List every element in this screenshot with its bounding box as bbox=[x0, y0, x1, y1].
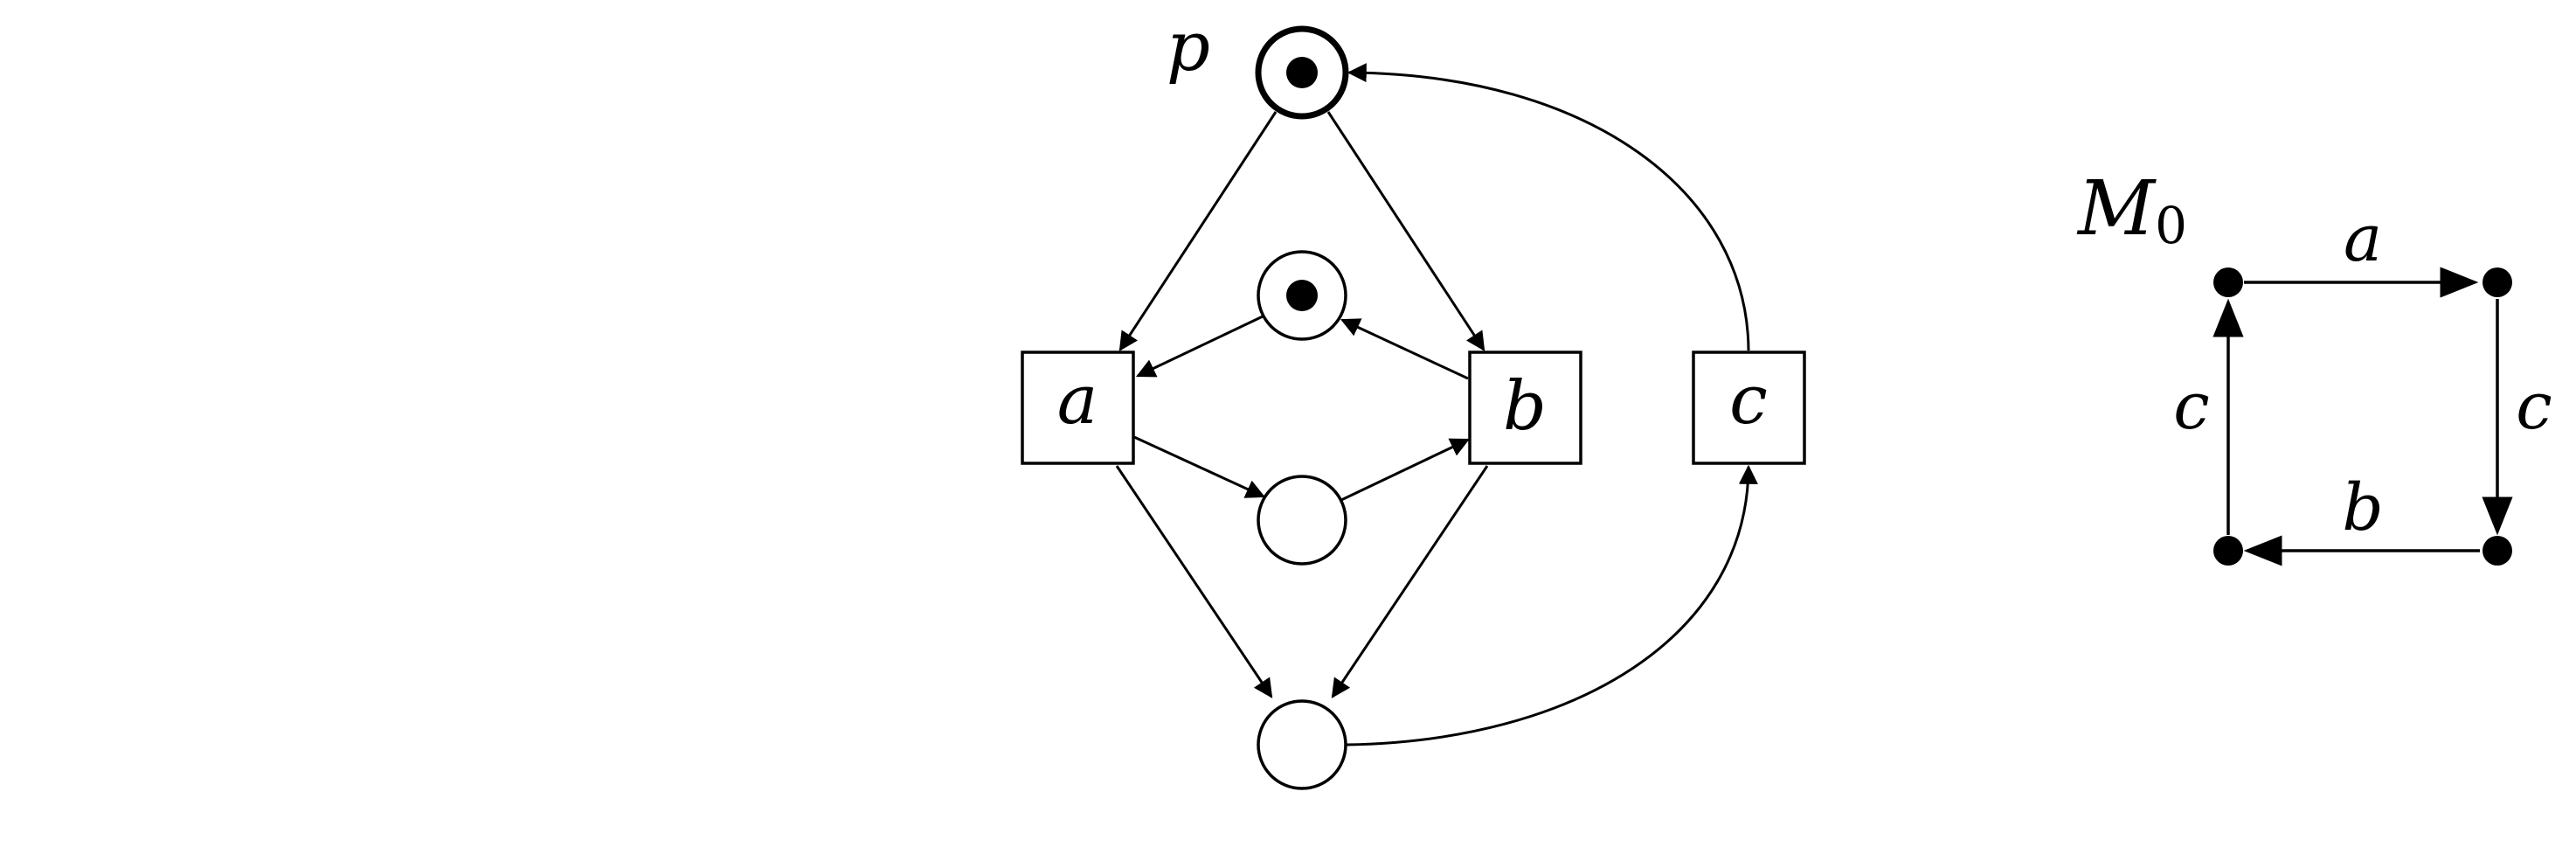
petri-net: p a b c bbox=[1021, 8, 1806, 790]
transition-c-label: c bbox=[1729, 361, 1768, 440]
place-middle-bottom bbox=[1257, 475, 1347, 566]
state-bottom-left bbox=[2213, 536, 2243, 566]
arc-bottom-to-c bbox=[1346, 464, 1758, 746]
transition-c bbox=[1692, 351, 1806, 465]
place-p-label: p bbox=[1167, 8, 1210, 87]
arc-b-to-mid bbox=[1340, 318, 1469, 380]
arc-c-to-p bbox=[1347, 63, 1750, 351]
transition-a-label: a bbox=[1057, 361, 1098, 440]
initial-marking-label: M0 bbox=[2076, 165, 2187, 255]
edge-right-label: c bbox=[2516, 369, 2552, 444]
initial-marking-subscript: 0 bbox=[2155, 196, 2187, 255]
place-bottom bbox=[1257, 699, 1347, 790]
arc-a-to-bottom bbox=[1115, 465, 1273, 698]
reachability-graph: M0 a c b c bbox=[2076, 165, 2552, 566]
arc-p-to-b bbox=[1326, 111, 1485, 351]
state-top-right bbox=[2483, 267, 2512, 297]
token bbox=[1286, 57, 1318, 88]
transition-a bbox=[1021, 351, 1135, 465]
state-top-left bbox=[2213, 267, 2243, 297]
edge-left-label: c bbox=[2173, 369, 2209, 444]
arc-midbottom-to-b bbox=[1340, 438, 1470, 502]
place-middle-top bbox=[1257, 250, 1347, 341]
arc-p-to-a bbox=[1118, 111, 1278, 351]
state-bottom-right bbox=[2483, 536, 2512, 566]
transition-b-label: b bbox=[1503, 367, 1547, 446]
initial-marking-name: M bbox=[2076, 165, 2157, 253]
edge-bottom-label: b bbox=[2342, 470, 2383, 545]
transition-b bbox=[1468, 351, 1582, 465]
arc-a-to-midbottom bbox=[1133, 435, 1265, 498]
token bbox=[1286, 280, 1318, 311]
arc-b-to-bottom bbox=[1331, 465, 1489, 698]
edge-top-label: a bbox=[2344, 201, 2382, 276]
arc-mid-to-a bbox=[1136, 315, 1264, 378]
place-p bbox=[1255, 25, 1349, 120]
